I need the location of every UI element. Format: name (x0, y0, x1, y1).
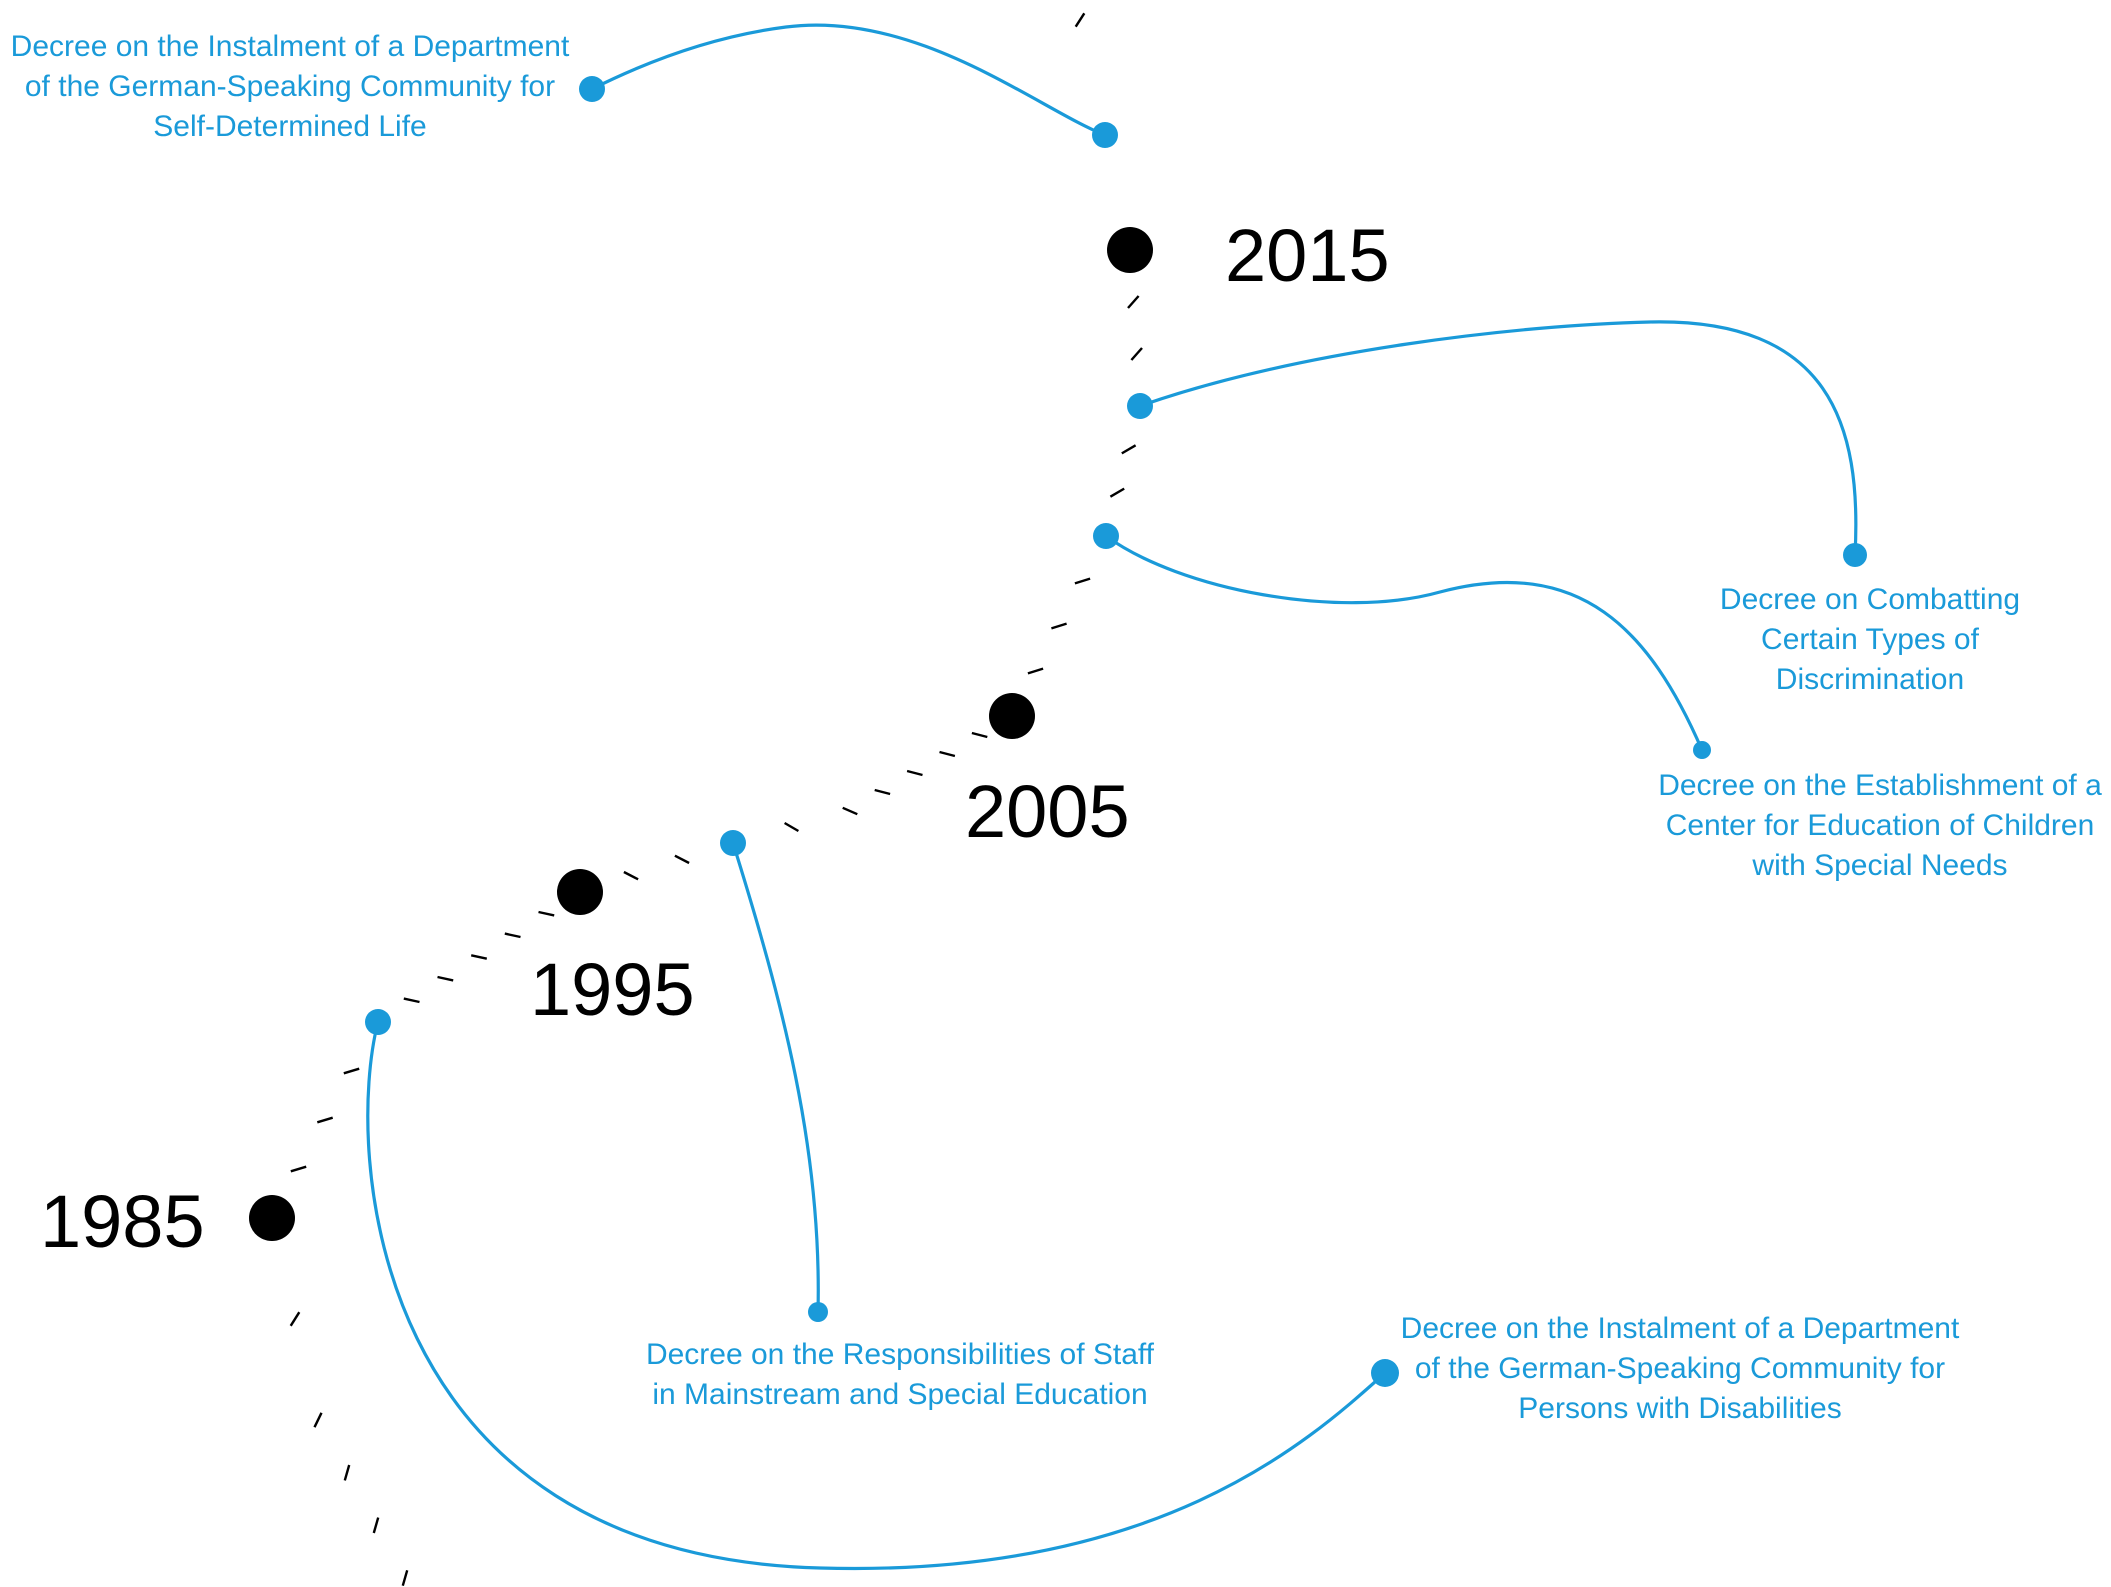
timeline-tick-1993 (504, 932, 521, 939)
event-dot-1998 (720, 830, 746, 856)
timeline-tick-1988 (343, 1067, 360, 1075)
year-dot-2005 (989, 693, 1035, 739)
event-connector-1998 (731, 842, 820, 1313)
timeline-tick-1999 (783, 821, 800, 833)
timeline-tick-2006 (1027, 667, 1044, 675)
timeline-tick-1996 (623, 870, 639, 881)
year-dot-1985 (249, 1195, 295, 1241)
timeline-tick-2001 (874, 788, 891, 796)
timeline-tick-1986 (290, 1165, 307, 1173)
year-dot-1995 (557, 869, 603, 915)
event-label-persons-with-disabilities: Decree on the Instalment of a Department… (1400, 1312, 1960, 1425)
timeline-tick-2010 (1109, 487, 1125, 498)
event-label-discrimination: Decree on Combatting Certain Types of Di… (1719, 583, 2021, 696)
event-dot-2012 (1127, 393, 1153, 419)
timeline-tick-2008 (1074, 577, 1091, 585)
timeline-tick-2013 (1130, 347, 1143, 361)
timeline-tick-2017 (1074, 12, 1086, 28)
year-markers (249, 227, 1153, 1241)
event-anchor-1989 (1371, 1359, 1399, 1387)
event-anchor-2016 (579, 76, 605, 102)
year-label-1985: 1985 (40, 1180, 205, 1263)
year-label-2005: 2005 (965, 770, 1130, 853)
timeline-tick-1983 (313, 1412, 323, 1428)
timeline-tick-1992 (470, 954, 488, 960)
timeline-tick-1981 (372, 1517, 380, 1534)
event-connector-2012 (1139, 320, 1858, 556)
event-dot-2016 (1092, 122, 1118, 148)
event-dot-1989 (365, 1009, 391, 1035)
event-label-staff-responsibilities: Decree on the Responsibilities of Staff … (645, 1338, 1155, 1411)
timeline-tick-1994 (538, 910, 555, 917)
event-label-education-center: Decree on the Establishment of a Center … (1658, 769, 2102, 882)
timeline-tick-1990 (403, 997, 420, 1004)
timeline-tick-2000 (842, 806, 858, 816)
event-connectors (365, 23, 1867, 1571)
timeline-tick-2011 (1121, 444, 1137, 455)
timeline-tick-2004 (971, 731, 988, 739)
year-label-1995: 1995 (530, 948, 695, 1031)
event-anchor-2009 (1693, 741, 1711, 759)
timeline-tick-1987 (316, 1116, 334, 1124)
event-anchor-1998 (808, 1302, 828, 1322)
event-label-self-determined-life: Decree on the Instalment of a Department… (10, 30, 570, 143)
timeline-tick-1997 (674, 854, 690, 865)
timeline-tick-1980 (401, 1569, 409, 1587)
year-label-2015: 2015 (1225, 214, 1390, 297)
timeline-tick-2014 (1127, 295, 1140, 309)
event-dot-2009 (1093, 523, 1119, 549)
event-connector-2009 (1105, 534, 1704, 751)
timeline-tick-2003 (939, 750, 956, 758)
event-connector-1989 (366, 1021, 1387, 1571)
timeline-tick-1984 (289, 1311, 301, 1327)
event-connector-2016 (591, 23, 1106, 137)
timeline-tick-1982 (343, 1464, 351, 1481)
timeline-tick-2007 (1051, 622, 1067, 630)
event-anchor-2012 (1843, 543, 1867, 567)
year-dot-2015 (1107, 227, 1153, 273)
timeline-tick-2002 (906, 769, 923, 777)
timeline-tick-1991 (437, 975, 454, 982)
